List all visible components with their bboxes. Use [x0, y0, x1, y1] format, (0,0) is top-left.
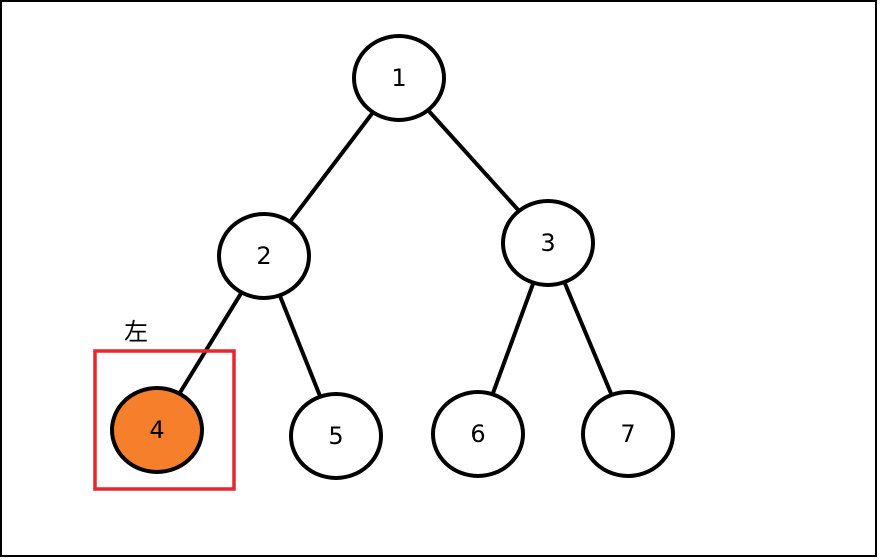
tree-nodes: 1 2 3 4 5 6 7 — [110, 34, 675, 480]
tree-node-1: 1 — [352, 34, 446, 122]
node-circle-4 — [110, 386, 204, 474]
tree-node-5: 5 — [289, 392, 383, 480]
edge-2-4 — [177, 291, 244, 395]
node-circle-1 — [352, 34, 446, 122]
node-circle-6 — [431, 390, 525, 478]
node-label-1: 1 — [391, 64, 406, 92]
left-annotation: 左 — [124, 318, 148, 346]
node-circle-3 — [501, 199, 595, 287]
highlight-box — [93, 349, 236, 491]
node-circle-2 — [217, 212, 311, 300]
node-circle-7 — [581, 390, 675, 478]
node-label-7: 7 — [620, 420, 635, 448]
tree-edges — [177, 108, 614, 398]
tree-node-2: 2 — [217, 212, 311, 300]
tree-node-7: 7 — [581, 390, 675, 478]
edge-2-5 — [277, 294, 323, 398]
node-circle-5 — [289, 392, 383, 480]
edge-3-6 — [490, 282, 536, 395]
edge-1-2 — [288, 111, 375, 223]
edge-3-7 — [562, 281, 614, 396]
tree-node-4: 4 — [110, 386, 204, 474]
node-label-3: 3 — [540, 229, 555, 257]
tree-node-3: 3 — [501, 199, 595, 287]
node-label-5: 5 — [328, 422, 343, 450]
node-label-4: 4 — [149, 416, 164, 444]
node-label-2: 2 — [256, 242, 271, 270]
node-label-6: 6 — [470, 420, 485, 448]
tree-node-6: 6 — [431, 390, 525, 478]
edge-1-3 — [426, 108, 521, 213]
